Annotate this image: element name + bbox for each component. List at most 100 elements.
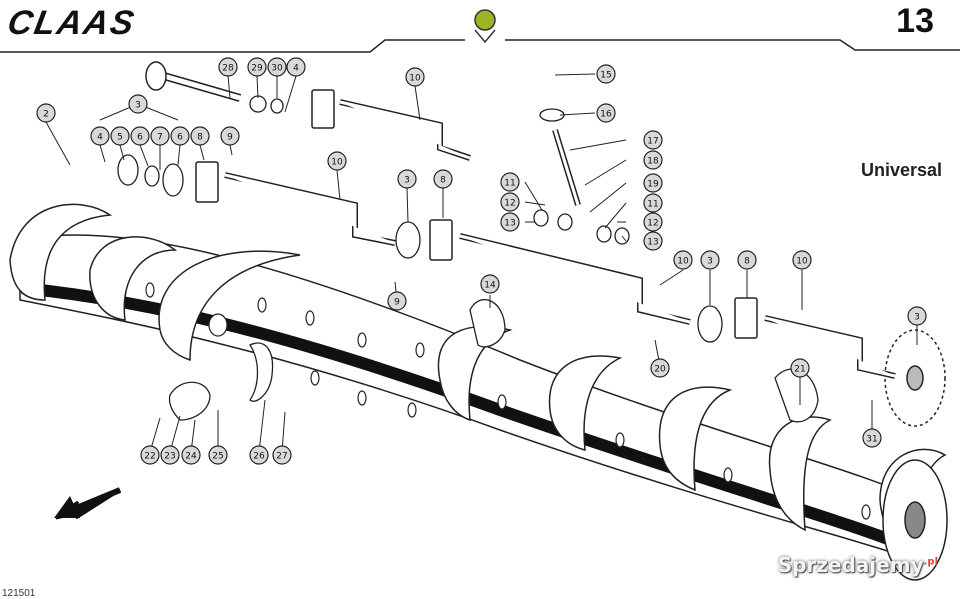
part-callout-bubble <box>737 250 757 270</box>
part-callout: 13 <box>500 212 520 232</box>
part-callout-bubble <box>862 428 882 448</box>
part-callout-bubble <box>643 212 663 232</box>
part-callout: 3 <box>128 94 148 114</box>
part-callout-number: 3 <box>914 313 920 323</box>
part-callout-number: 4 <box>293 64 299 74</box>
part-callout-bubble <box>272 445 292 465</box>
direction-arrow-head <box>54 496 80 518</box>
part-callout: 30 <box>267 57 287 77</box>
part-callout-bubble <box>643 193 663 213</box>
part-callout-number: 14 <box>484 281 496 291</box>
part-callout: 24 <box>181 445 201 465</box>
part-callout-bubble <box>433 169 453 189</box>
auger-flights <box>9 203 947 561</box>
part-callout-number: 9 <box>394 298 400 308</box>
part-callout: 4 <box>286 57 306 77</box>
part-callout-number: 22 <box>144 452 155 462</box>
part-callout-number: 7 <box>157 133 163 143</box>
part-callout: 10 <box>327 151 347 171</box>
part-callout-number: 10 <box>796 257 808 267</box>
part-callout: 17 <box>643 130 663 150</box>
part-callout-number: 31 <box>866 435 877 445</box>
part-callout-number: 15 <box>600 71 611 81</box>
footer-code: 121501 <box>2 588 36 599</box>
part-callout-number: 19 <box>647 180 659 190</box>
part-callout: 28 <box>218 57 238 77</box>
part-callout-bubble <box>110 126 130 146</box>
part-callout-number: 8 <box>197 133 203 143</box>
part-callout-number: 28 <box>222 64 234 74</box>
part-callout-number: 10 <box>331 158 343 168</box>
part-callout: 14 <box>480 274 500 294</box>
part-callout-number: 8 <box>744 257 750 267</box>
part-callout-bubble <box>790 358 810 378</box>
part-callout: 13 <box>643 231 663 251</box>
part-callout-number: 9 <box>227 133 233 143</box>
part-callout-number: 5 <box>117 133 123 143</box>
part-callout-bubble <box>500 172 520 192</box>
part-callout-number: 11 <box>647 200 658 210</box>
part-callout: 9 <box>220 126 240 146</box>
part-callout-number: 3 <box>707 257 713 267</box>
part-callout: 22 <box>140 445 160 465</box>
part-callout-bubble <box>643 173 663 193</box>
part-callout-bubble <box>218 57 238 77</box>
part-callout-bubble <box>90 126 110 146</box>
part-callout-number: 23 <box>164 452 175 462</box>
top-emblem <box>474 9 496 31</box>
brand-logo: CLAAS <box>4 4 139 42</box>
part-callout-number: 6 <box>177 133 183 143</box>
part-callout: 12 <box>500 192 520 212</box>
part-callout-bubble <box>327 151 347 171</box>
part-callout-bubble <box>650 358 670 378</box>
part-callout-number: 20 <box>654 365 666 375</box>
part-callout-bubble <box>596 64 616 84</box>
washers <box>117 95 819 423</box>
part-callout: 21 <box>790 358 810 378</box>
part-callout-number: 10 <box>677 257 689 267</box>
part-callout: 26 <box>249 445 269 465</box>
part-callout-bubble <box>247 57 267 77</box>
part-callout-number: 25 <box>212 452 223 462</box>
header-rule <box>0 39 960 53</box>
part-callout-bubble <box>405 67 425 87</box>
part-callout-bubble <box>907 306 927 326</box>
part-callout: 4 <box>90 126 110 146</box>
part-callout-bubble <box>643 130 663 150</box>
part-callout-number: 6 <box>137 133 143 143</box>
part-callout-bubble <box>596 103 616 123</box>
part-callout: 16 <box>596 103 616 123</box>
part-callout: 7 <box>150 126 170 146</box>
part-callout-number: 13 <box>504 219 515 229</box>
part-callout-bubble <box>130 126 150 146</box>
part-callout-bubble <box>267 57 287 77</box>
tube-finger-holes <box>145 282 871 520</box>
part-callout-bubble <box>249 445 269 465</box>
part-callout: 8 <box>190 126 210 146</box>
part-callout-number: 27 <box>276 452 287 462</box>
part-callout-bubble <box>500 212 520 232</box>
part-callout: 6 <box>170 126 190 146</box>
part-callout-number: 18 <box>647 157 659 167</box>
part-callout: 11 <box>500 172 520 192</box>
part-callout-number: 3 <box>135 101 141 111</box>
part-callout: 3 <box>700 250 720 270</box>
part-callout-bubble <box>160 445 180 465</box>
part-callout: 10 <box>405 67 425 87</box>
part-callout: 8 <box>737 250 757 270</box>
part-callout: 5 <box>110 126 130 146</box>
part-callout-bubble <box>286 57 306 77</box>
part-callout-number: 26 <box>253 452 265 462</box>
top-emblem-notch <box>474 29 496 44</box>
part-callout-number: 4 <box>97 133 103 143</box>
watermark-suffix: .pl <box>923 556 938 568</box>
page-number: 13 <box>896 2 934 40</box>
watermark: Sprzedajemy.pl <box>778 553 938 577</box>
part-callout-bubble <box>140 445 160 465</box>
part-callout-number: 8 <box>440 176 446 186</box>
part-callout: 19 <box>643 173 663 193</box>
watermark-text: Sprzedajemy <box>777 553 924 577</box>
